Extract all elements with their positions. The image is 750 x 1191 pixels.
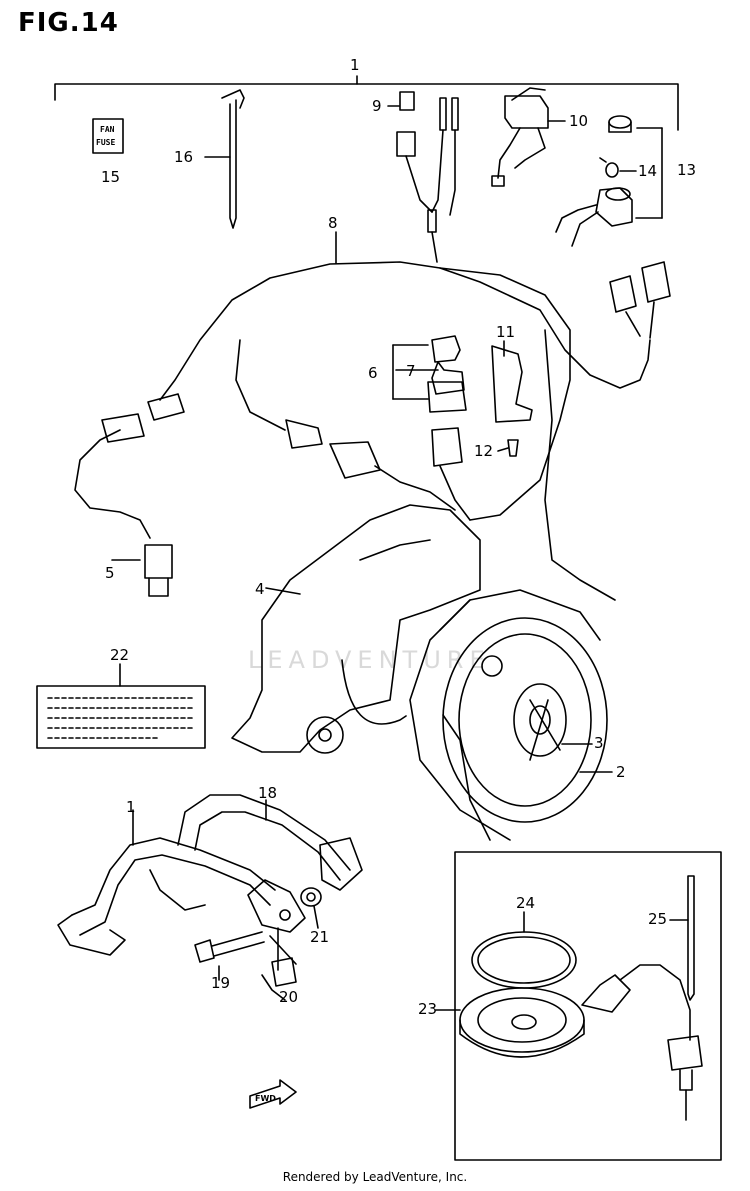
mounting-bracket-17: [57, 809, 276, 956]
callout-1: 1: [350, 56, 360, 74]
callout-14: 14: [638, 162, 658, 180]
callout-11: 11: [496, 323, 516, 341]
bracket-plate: [247, 879, 306, 933]
inset-box: [454, 851, 722, 1161]
fwd-arrow: FWD: [249, 1079, 297, 1109]
figure-title: FIG.14: [18, 8, 119, 38]
callout-17: 1: [126, 798, 136, 816]
callout-16: 16: [174, 148, 194, 166]
fan-shroud-4: [231, 504, 481, 754]
temperature-sensor-5: [74, 413, 173, 597]
callout-23: 23: [418, 1000, 438, 1018]
footer-credit: Rendered by LeadVenture, Inc.: [282, 1170, 468, 1184]
group-bracket-1: [54, 83, 679, 131]
fuse-holder-9: [387, 91, 459, 263]
wire-clip-16: [204, 89, 245, 229]
callout-12: 12: [474, 442, 494, 460]
nut-21: [300, 887, 322, 929]
bolt-19: [194, 931, 265, 981]
relay-assembly-6: [392, 335, 533, 521]
fwd-arrow-label: FWD: [255, 1094, 276, 1103]
fuse-label-line1: FAN: [100, 125, 115, 134]
watermark: LEADVENTURE: [248, 646, 491, 674]
callout-13: 13: [677, 161, 697, 179]
callout-4: 4: [255, 580, 265, 598]
bulb-socket-13: [555, 115, 663, 247]
fuse-label-line2: FUSE: [96, 138, 115, 147]
caution-label-22: [36, 663, 206, 749]
collar-20: [261, 927, 297, 1001]
callout-15: 15: [101, 168, 121, 186]
callout-22: 22: [110, 646, 130, 664]
o-ring-24: [471, 911, 577, 989]
callout-10: 10: [569, 112, 589, 130]
callout-19: 19: [211, 974, 231, 992]
fan-switch-23: [435, 964, 703, 1121]
callout-6: 6: [368, 364, 378, 382]
fan-motor-2: [409, 589, 613, 841]
cable-tie-25: [669, 875, 695, 1001]
callout-18: 18: [258, 784, 278, 802]
connector-10: [491, 87, 566, 187]
mounting-bracket-18: [177, 794, 363, 891]
fan-fuse-tag: FAN FUSE: [92, 118, 124, 154]
callout-20: 20: [279, 988, 299, 1006]
callout-5: 5: [105, 564, 115, 582]
callout-25: 25: [648, 910, 668, 928]
main-harness-8: [147, 231, 671, 601]
callout-24: 24: [516, 894, 536, 912]
callout-3: 3: [594, 734, 604, 752]
callout-8: 8: [328, 214, 338, 232]
callout-7: 7: [406, 362, 416, 380]
callout-21: 21: [310, 928, 330, 946]
callout-9: 9: [372, 97, 382, 115]
callout-2: 2: [616, 763, 626, 781]
